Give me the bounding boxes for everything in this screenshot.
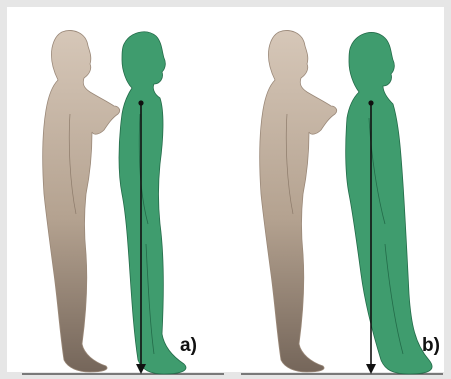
assistant-figure-icon [260, 31, 337, 372]
panel-b-label: b) [422, 336, 440, 355]
subject-figure-icon [346, 32, 432, 374]
panel-a-label: a) [180, 336, 197, 355]
subject-figure-icon [119, 32, 186, 374]
assistant-figure-icon [43, 31, 120, 372]
panel-a-drawing [14, 14, 232, 379]
panel-a: a) [14, 14, 232, 379]
panel-b: b) [233, 14, 451, 379]
panel-b-drawing [233, 14, 451, 379]
